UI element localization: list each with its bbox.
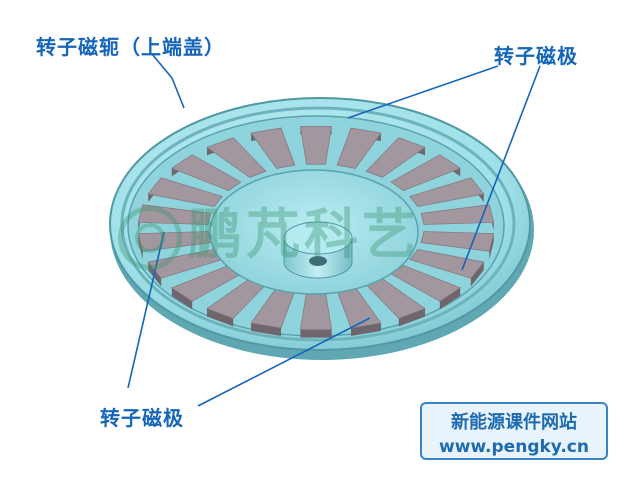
rotor-magnet-19: [365, 137, 426, 178]
site-name: 新能源课件网站: [451, 412, 577, 433]
rotor-magnet-ring: [137, 125, 495, 338]
rotor-magnet-18: [336, 127, 382, 169]
rotor-magnet-13: [147, 177, 223, 208]
site-url-link[interactable]: www.pengky.cn: [439, 437, 589, 457]
label-rotor-yoke: 转子磁轭（上端盖）: [36, 35, 225, 59]
leader-line-yoke: [151, 53, 185, 109]
rotor-magnet-side-3: [439, 287, 461, 310]
rotor-magnet-21: [409, 177, 485, 208]
leader-line-pole-top: [347, 65, 499, 119]
rotor-magnet-17: [299, 125, 333, 165]
rotor-magnet-side-2: [470, 262, 484, 287]
label-rotor-pole-top: 转子磁极: [494, 44, 578, 68]
rotor-magnet-20: [390, 154, 462, 191]
rotor-magnet-14: [170, 154, 242, 191]
label-rotor-pole-bottom: 转子磁极: [100, 406, 184, 430]
watermark-text: 鹏芃科艺: [188, 203, 420, 266]
rotor-magnet-side-8: [207, 308, 234, 327]
rotor-magnet-15: [206, 137, 267, 178]
rotor-magnet-22: [420, 204, 495, 225]
rotor-magnet-side-1: [489, 233, 494, 260]
rotor-magnet-side-9: [171, 287, 193, 310]
site-badge[interactable]: 新能源课件网站 www.pengky.cn: [420, 402, 608, 460]
leader-line-pole-bottom: [197, 317, 371, 407]
leader-line-pole-right: [461, 65, 541, 271]
rotor-magnet-2: [409, 248, 485, 279]
watermark-logo-icon: [118, 206, 182, 271]
rotor-magnet-side-4: [398, 308, 425, 327]
hub-top: [283, 221, 353, 255]
rotor-magnet-side-5: [350, 322, 381, 337]
watermark: 鹏芃科艺: [118, 190, 420, 271]
rotor-magnet-16: [250, 127, 296, 169]
rotor-magnet-side-7: [251, 322, 282, 337]
rotor-magnet-side-6: [300, 329, 332, 338]
hub-bore: [309, 256, 327, 266]
